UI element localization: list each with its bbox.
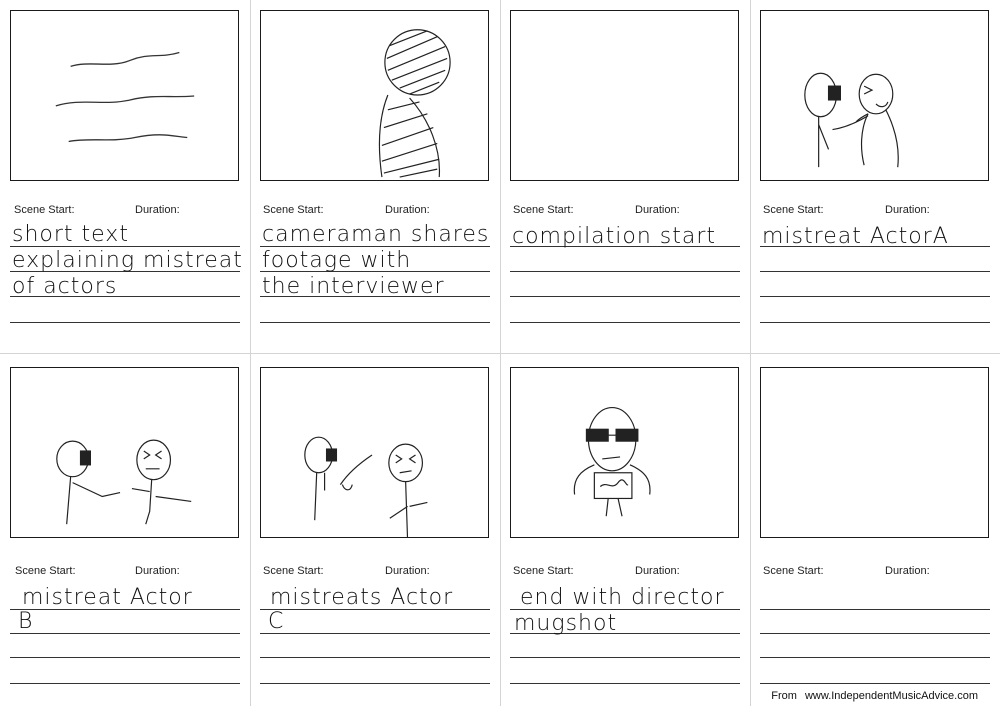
note-line: short text (12, 222, 129, 247)
writing-line (260, 609, 490, 610)
writing-line (510, 609, 740, 610)
storyboard-panel-1: Scene Start: Duration: short text explai… (0, 0, 250, 353)
writing-line (260, 633, 490, 634)
note-line: mugshot (514, 611, 618, 636)
duration-label: Duration: (885, 204, 930, 216)
panel-frame (260, 367, 489, 538)
duration-label: Duration: (385, 565, 430, 577)
writing-line (10, 683, 240, 684)
panel-frame (10, 10, 239, 181)
writing-line (10, 657, 240, 658)
writing-line (510, 296, 740, 297)
sketch-actor-c-mistreated (304, 436, 428, 537)
scene-start-label: Scene Start: (15, 565, 76, 577)
writing-line (760, 657, 990, 658)
writing-line (760, 271, 990, 272)
row-divider (0, 353, 1000, 354)
note-line: C (268, 609, 285, 634)
writing-line (760, 246, 990, 247)
panel-frame (510, 10, 739, 181)
writing-line (760, 296, 990, 297)
panel-frame (260, 10, 489, 181)
storyboard-panel-3: Scene Start: Duration: compilation start (500, 0, 750, 353)
writing-line (260, 246, 490, 247)
writing-line (510, 683, 740, 684)
storyboard-panel-8: Scene Start: Duration: (750, 353, 1000, 706)
note-line: mistreat Actor (22, 585, 193, 610)
writing-line (510, 633, 740, 634)
writing-line (10, 246, 240, 247)
panel-frame (510, 367, 739, 538)
writing-line (760, 609, 990, 610)
duration-label: Duration: (135, 204, 180, 216)
note-line: mistreat ActorA (762, 224, 949, 249)
footer-site: www.IndependentMusicAdvice.com (804, 690, 978, 702)
writing-line (510, 246, 740, 247)
sketch-actor-b-mistreated (56, 439, 192, 525)
note-line: end with director (520, 585, 725, 610)
sketch-director-mugshot (573, 406, 651, 517)
sketch-cameraman (378, 29, 451, 178)
panel-frame (760, 10, 989, 181)
writing-line (260, 657, 490, 658)
note-line: compilation start (512, 224, 717, 249)
writing-line (10, 633, 240, 634)
writing-line (760, 633, 990, 634)
writing-line (260, 296, 490, 297)
note-line: the interviewer (262, 274, 445, 299)
duration-label: Duration: (635, 204, 680, 216)
writing-line (260, 683, 490, 684)
writing-line (510, 271, 740, 272)
duration-label: Duration: (885, 565, 930, 577)
writing-line (10, 271, 240, 272)
duration-label: Duration: (635, 565, 680, 577)
sketch-actor-a-mistreated (804, 72, 899, 168)
scene-start-label: Scene Start: (763, 565, 824, 577)
storyboard-panel-4: Scene Start: Duration: mistreat ActorA (750, 0, 1000, 353)
scene-start-label: Scene Start: (263, 204, 324, 216)
writing-line (10, 296, 240, 297)
storyboard-panel-5: Scene Start: Duration: mistreat Actor B (0, 353, 250, 706)
writing-line (10, 609, 240, 610)
note-line: B (18, 609, 34, 634)
scene-start-label: Scene Start: (513, 204, 574, 216)
scene-start-label: Scene Start: (14, 204, 75, 216)
scene-start-label: Scene Start: (763, 204, 824, 216)
writing-line (510, 657, 740, 658)
storyboard-panel-6: Scene Start: Duration: mistreats Actor C (250, 353, 500, 706)
writing-line (260, 271, 490, 272)
writing-line (760, 322, 990, 323)
writing-line (260, 322, 490, 323)
footer-credit: From www.IndependentMusicAdvice.com (771, 690, 978, 702)
note-line: cameraman shares (262, 222, 490, 247)
scene-start-label: Scene Start: (263, 565, 324, 577)
note-line: footage with (262, 248, 412, 273)
writing-line (760, 683, 990, 684)
duration-label: Duration: (135, 565, 180, 577)
storyboard-panel-2: Scene Start: Duration: cameraman shares … (250, 0, 500, 353)
storyboard-panel-7: Scene Start: Duration: end with director… (500, 353, 750, 706)
scene-start-label: Scene Start: (513, 565, 574, 577)
sketch-text-lines (55, 51, 195, 143)
note-line: explaining mistreat (12, 248, 243, 273)
footer-from: From (771, 690, 797, 702)
panel-frame (10, 367, 239, 538)
duration-label: Duration: (385, 204, 430, 216)
panel-frame (760, 367, 989, 538)
writing-line (10, 322, 240, 323)
writing-line (510, 322, 740, 323)
note-line: mistreats Actor (270, 585, 454, 610)
note-line: of actors (12, 274, 118, 299)
